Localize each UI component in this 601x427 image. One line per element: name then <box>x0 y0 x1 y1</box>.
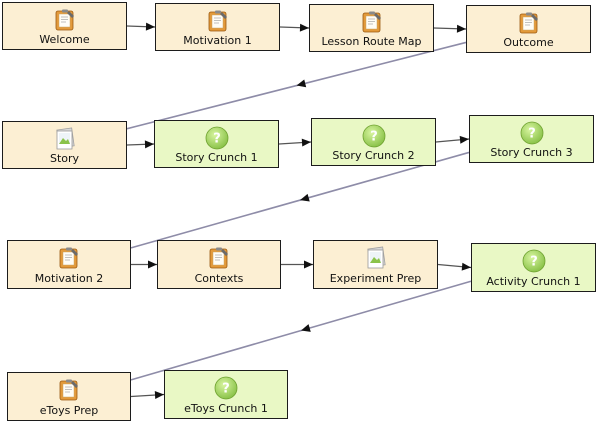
node-outcome[interactable]: Outcome <box>466 5 591 53</box>
arrowhead <box>301 324 311 332</box>
node-etoys-prep[interactable]: eToys Prep <box>7 372 131 421</box>
question-icon: ? <box>520 121 544 145</box>
node-contexts[interactable]: Contexts <box>157 240 281 289</box>
arrowhead <box>154 391 164 400</box>
svg-text:?: ? <box>530 255 538 270</box>
svg-text:?: ? <box>528 127 536 142</box>
image-icon <box>364 246 388 270</box>
notepad-icon <box>53 8 77 32</box>
arrowhead <box>456 24 466 33</box>
question-icon: ? <box>362 124 386 148</box>
arrowhead <box>301 138 311 147</box>
node-label: Story Crunch 3 <box>490 146 573 159</box>
arrowhead <box>148 260 157 269</box>
node-label: Outcome <box>503 36 554 49</box>
arrowhead <box>299 23 309 32</box>
notepad-icon <box>207 246 231 270</box>
node-story-crunch-1[interactable]: ? Story Crunch 1 <box>154 120 279 168</box>
arrowhead <box>459 135 469 144</box>
node-label: Welcome <box>39 33 90 46</box>
node-label: Motivation 1 <box>183 34 252 47</box>
node-label: Activity Crunch 1 <box>486 275 581 288</box>
node-label: Motivation 2 <box>34 272 104 285</box>
node-label: Contexts <box>194 272 244 285</box>
node-label: eToys Prep <box>39 404 99 417</box>
node-story[interactable]: Story <box>2 121 127 169</box>
arrowhead <box>461 262 471 271</box>
arrowhead <box>144 140 154 149</box>
node-lesson-route-map[interactable]: Lesson Route Map <box>309 4 434 52</box>
node-motivation-1[interactable]: Motivation 1 <box>155 3 280 51</box>
question-icon: ? <box>522 249 546 273</box>
svg-text:?: ? <box>213 132 221 147</box>
node-label: Lesson Route Map <box>321 35 422 48</box>
notepad-icon <box>57 246 81 270</box>
arrowhead <box>300 193 310 202</box>
svg-text:?: ? <box>222 382 230 397</box>
question-icon: ? <box>205 126 229 150</box>
node-story-crunch-2[interactable]: ? Story Crunch 2 <box>311 118 436 166</box>
notepad-icon <box>517 11 541 35</box>
node-experiment-prep[interactable]: Experiment Prep <box>313 240 438 289</box>
node-label: Story Crunch 1 <box>175 151 258 164</box>
node-label: eToys Crunch 1 <box>184 402 268 415</box>
svg-text:?: ? <box>370 130 378 145</box>
image-icon <box>53 127 77 151</box>
node-story-crunch-3[interactable]: ? Story Crunch 3 <box>469 115 594 163</box>
node-label: Story Crunch 2 <box>332 149 415 162</box>
question-icon: ? <box>214 376 238 400</box>
node-activity-crunch-1[interactable]: ? Activity Crunch 1 <box>471 243 596 292</box>
arrowhead <box>304 260 313 269</box>
node-label: Experiment Prep <box>329 272 422 285</box>
arrowhead <box>145 22 155 31</box>
arrowhead <box>296 79 307 88</box>
node-welcome[interactable]: Welcome <box>2 2 127 50</box>
notepad-icon <box>57 378 81 402</box>
node-motivation-2[interactable]: Motivation 2 <box>7 240 131 289</box>
node-etoys-crunch-1[interactable]: ? eToys Crunch 1 <box>164 370 288 419</box>
notepad-icon <box>206 9 230 33</box>
node-label: Story <box>49 152 80 165</box>
notepad-icon <box>360 10 384 34</box>
